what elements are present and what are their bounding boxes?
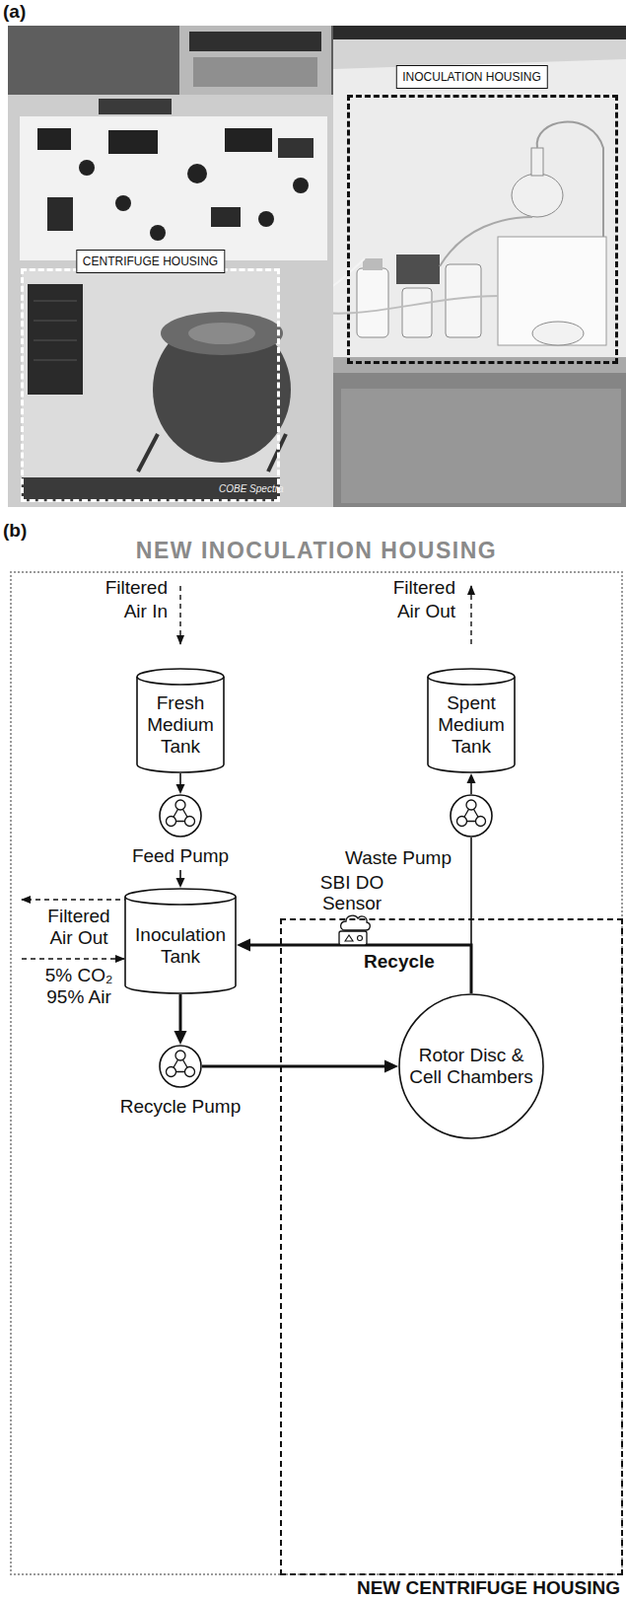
flow-connector: [176, 772, 186, 794]
flow-connector: [202, 1059, 399, 1073]
panel-letter: (a): [2, 0, 26, 23]
rotor-label: Rotor Disc & Cell Chambers: [408, 1043, 535, 1088]
pump-roller: [457, 816, 468, 827]
flow-connector: [471, 836, 473, 993]
pump-symbol: [449, 793, 493, 837]
pump-roller: [476, 816, 487, 827]
housing-region: CENTRIFUGE HOUSING: [20, 268, 280, 502]
pump-symbol: [158, 1043, 203, 1088]
panel-letter: (b): [2, 519, 27, 542]
tank-label: Inoculation Tank: [135, 923, 226, 968]
pump-label: Waste Pump: [345, 846, 452, 869]
flow-connector: [467, 772, 477, 794]
pump-roller: [166, 816, 177, 827]
arrow-head: [467, 772, 477, 783]
tank-body: [427, 668, 515, 772]
tank-rim: [125, 896, 236, 905]
flow-connector: [174, 993, 188, 1044]
tank-rim: [427, 676, 515, 685]
rotor-disc: [399, 993, 544, 1138]
housing-region: NEW CENTRIFUGE HOUSINGRotor Disc & Cell …: [279, 917, 624, 1575]
housing-title: NEW INOCULATION HOUSING: [136, 536, 497, 564]
pump-roller: [175, 799, 186, 810]
tank-label: Fresh Medium Tank: [146, 692, 214, 758]
air-out-arrow: [21, 898, 139, 900]
tank-rim: [137, 676, 224, 685]
housing-region: NEW INOCULATION HOUSINGFresh Medium Tank…: [9, 570, 624, 1575]
rotor-circle: Rotor Disc & Cell Chambers: [398, 992, 545, 1139]
flow-connector: [236, 938, 472, 994]
tank-label: Spent Medium Tank: [437, 692, 505, 758]
sensor-label: SBI DO Sensor: [310, 871, 394, 913]
connector-line: [179, 869, 182, 879]
pump-label: Recycle Pump: [120, 1095, 242, 1117]
edge-label: Recycle: [361, 950, 437, 973]
housing-tag: CENTRIFUGE HOUSING: [75, 249, 225, 274]
housing-outline: [20, 268, 280, 502]
pump: Feed Pump: [132, 793, 230, 867]
housing-outline: [347, 94, 619, 364]
arrow-head: [236, 938, 251, 952]
connector-line: [179, 993, 183, 1032]
gas-in-arrow: [21, 957, 125, 959]
tank-body: [137, 668, 224, 772]
connector-line: [179, 772, 182, 785]
machine-brand: COBE Spectra: [218, 483, 284, 495]
pump-roller: [466, 799, 477, 810]
arrow-head: [176, 877, 186, 888]
pump-roller: [185, 1066, 196, 1077]
gas-label: 5% CO₂ 95% Air: [37, 964, 121, 1008]
connector-line: [470, 836, 473, 993]
housing-tag: INOCULATION HOUSING: [395, 65, 548, 89]
air-label: Filtered Air Out: [374, 575, 456, 624]
pump-roller: [185, 816, 196, 827]
arrow-head: [176, 783, 186, 794]
pump-label: Feed Pump: [132, 844, 229, 867]
connector-line: [202, 1064, 386, 1068]
connector-line: [470, 781, 473, 794]
flow-connector: [176, 869, 186, 888]
arrow-head: [384, 1059, 399, 1073]
tank: Spent Medium Tank: [426, 667, 516, 773]
pump-symbol: [158, 793, 203, 837]
pump-roller: [175, 1049, 186, 1060]
pump-casing: [450, 794, 492, 836]
pump-roller: [166, 1066, 177, 1077]
housing-title: NEW CENTRIFUGE HOUSING: [356, 1577, 621, 1597]
pump-casing: [159, 794, 202, 836]
housing-region: INOCULATION HOUSING: [347, 94, 619, 364]
tank: Fresh Medium Tank: [136, 667, 225, 773]
arrow-head: [174, 1030, 188, 1044]
pump: Waste Pump: [449, 793, 493, 837]
pump-casing: [159, 1044, 202, 1087]
tank: Inoculation Tank: [124, 887, 237, 994]
connector-line: [249, 944, 472, 993]
air-label: Filtered Air In: [86, 575, 168, 624]
tank-body: [125, 888, 236, 993]
air-out-arrow: [470, 585, 472, 644]
pump: Recycle Pump: [120, 1043, 242, 1117]
air-label: Filtered Air Out: [37, 904, 121, 949]
air-in-arrow: [179, 585, 181, 644]
